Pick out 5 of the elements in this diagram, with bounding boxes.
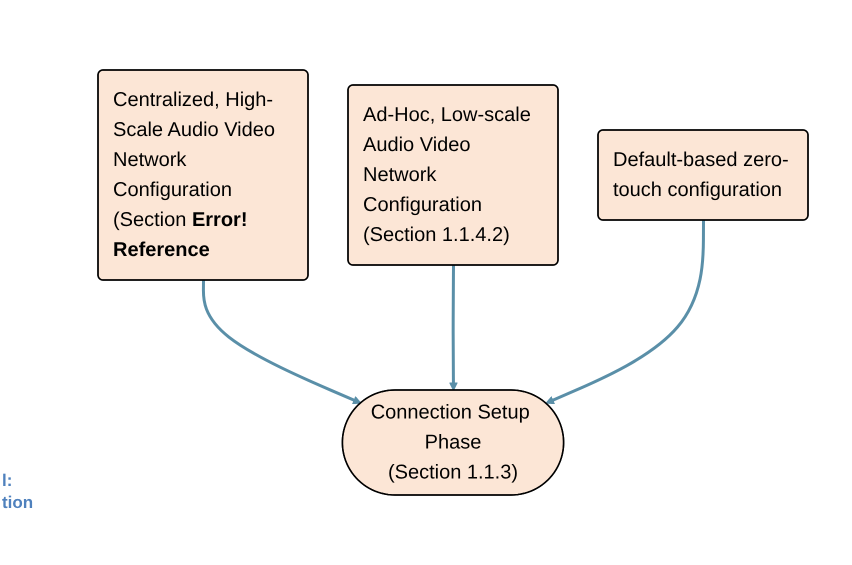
caption-fragment: l:	[2, 470, 14, 492]
arrow	[448, 265, 458, 391]
arrow	[545, 220, 704, 404]
arrow	[201, 280, 361, 404]
caption-fragment: tion	[2, 492, 34, 514]
